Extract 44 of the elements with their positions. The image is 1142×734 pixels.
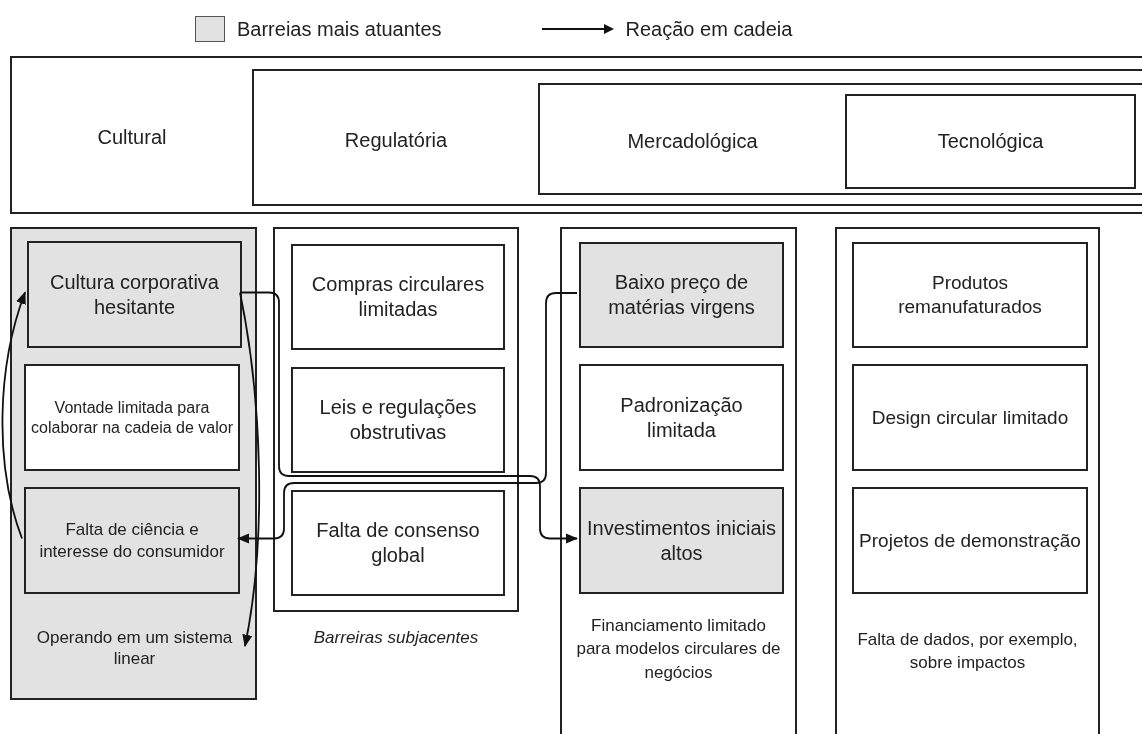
arrow [239,291,261,648]
barrier-box [291,367,505,473]
category-box [845,94,1136,189]
barrier-box [27,241,242,348]
category-frame [252,69,1142,206]
barrier-box [852,487,1088,594]
column-panel [835,227,1100,734]
category-label: Mercadológica [627,129,758,154]
barrier-box [291,490,505,596]
barrier-box [24,487,240,594]
barrier-box [852,364,1088,471]
arrow [1,291,27,540]
note-text: Barreiras subjacentes [312,627,480,649]
barrier-label: Operando em um sistema linear [35,626,234,670]
column-panel [273,227,519,612]
barrier-label: Falta de ciência e interesse do consumidor [38,519,226,562]
category-frame [538,83,1142,195]
category-label: Cultural [97,125,167,150]
barrier-label: Compras circulares limitadas [310,272,486,322]
barrier-label: Baixo preço de matérias virgens [607,270,756,320]
column-panel [560,227,797,734]
category-label: Regulatória [344,127,448,153]
barrier-box [579,242,784,348]
barrier-label: Produtos remanufaturados [897,271,1043,319]
barrier-label: Investimentos iniciais altos [586,515,777,566]
category-label: Tecnológica [937,129,1044,154]
note-text: Falta de dados, por exemplo, sobre impactos [856,629,1079,675]
barrier-label: Falta de consenso global [315,518,481,568]
barrier-label: Design circular limitado [871,405,1069,430]
barrier-box [579,487,784,594]
note-text: Financiamento limitado para modelos circulares de negócios [575,615,782,684]
legend-text: Barreias mais atuantes [237,17,442,42]
barrier-label: Projetos de demonstração [859,528,1081,553]
category-frame [10,56,1142,214]
barrier-label: Cultura corporativa hesitante [49,269,220,320]
barrier-label: Leis e regulações obstrutivas [318,395,478,445]
barrier-label: Vontade limitada para colaborar na cadeia de valor [30,397,234,438]
column-panel [10,227,257,700]
legend-text: Reação em cadeia [625,17,793,42]
barrier-box [852,242,1088,348]
barrier-box [579,364,784,471]
barrier-box [291,244,505,350]
barrier-box [24,364,240,471]
barrier-label: Padronização limitada [619,392,744,443]
